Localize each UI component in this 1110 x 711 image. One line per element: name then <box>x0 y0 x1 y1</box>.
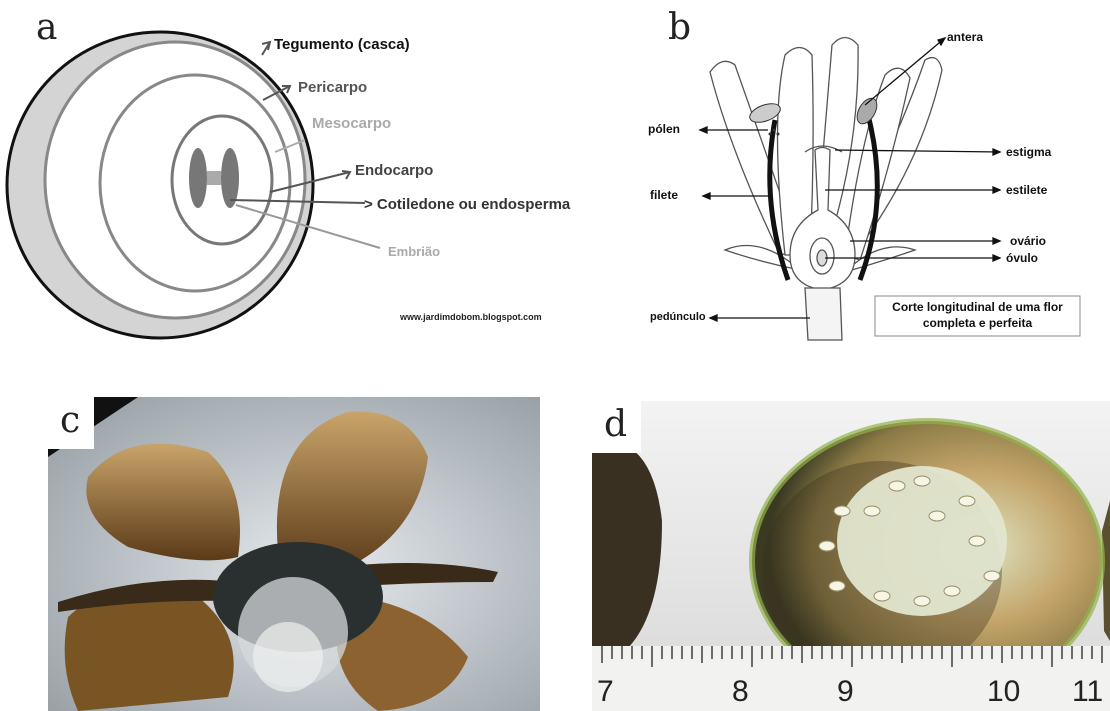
ruler-number-8: 8 <box>732 675 749 708</box>
panel-d-letter: d <box>592 401 641 453</box>
panel-b-letter: b <box>668 10 691 46</box>
label-embriao: Embrião <box>388 244 440 259</box>
source-credit: www.jardimdobom.blogspot.com <box>400 312 542 322</box>
label-estigma: estigma <box>1006 145 1051 159</box>
ruler-number-11: 11 <box>1072 675 1103 708</box>
panel-d: 7 8 9 10 11 d <box>592 401 1110 711</box>
panel-b: b antera pólen estigma filete estilete o… <box>560 0 1110 345</box>
ruler-number-9: 9 <box>837 675 854 708</box>
embriao-shape <box>207 171 221 185</box>
arrow-tegumento <box>262 42 270 55</box>
panel-c-letter: c <box>48 397 94 449</box>
label-cotiledone: > Cotiledone ou endosperma <box>364 196 570 213</box>
cotiledone-left <box>189 148 207 208</box>
cotiledone-right <box>221 148 239 208</box>
caption-line-2: completa e perfeita <box>875 316 1080 330</box>
label-pericarpo: Pericarpo <box>298 79 367 96</box>
ruler-number-7: 7 <box>597 675 614 708</box>
label-filete: filete <box>650 188 678 202</box>
label-polen: pólen <box>648 122 680 136</box>
panel-c: c <box>48 397 540 711</box>
ruler-number-10: 10 <box>987 675 1020 708</box>
caption-line-1: Corte longitudinal de uma flor <box>875 300 1080 314</box>
petal-c-3 <box>65 590 234 711</box>
panel-a-letter: a <box>36 10 57 46</box>
label-endocarpo: Endocarpo <box>355 162 433 179</box>
fruit-photo-d: 7 8 9 10 11 <box>592 401 1110 711</box>
flower-diagram <box>560 0 1110 345</box>
label-pedunculo: pedúnculo <box>650 311 706 323</box>
label-ovario: ovário <box>1010 234 1046 248</box>
pedicel <box>805 288 842 340</box>
label-mesocarpo: Mesocarpo <box>312 115 391 132</box>
label-antera: antera <box>947 30 983 44</box>
label-tegumento: Tegumento (casca) <box>274 36 410 53</box>
panel-a: a Tegumento (casca) Pericarpo Mesocarpo … <box>0 0 560 345</box>
fruit-photo-c <box>48 397 540 711</box>
label-ovulo: óvulo <box>1006 251 1038 265</box>
label-estilete: estilete <box>1006 183 1047 197</box>
